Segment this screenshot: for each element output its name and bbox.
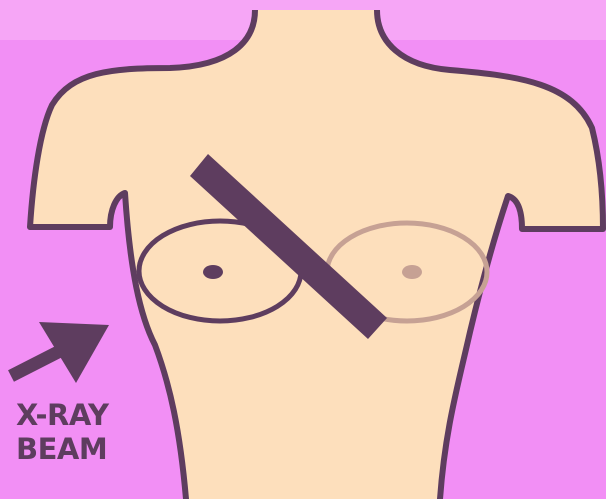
x-ray-beam-label: X-RAY BEAM: [16, 398, 136, 466]
x-ray-beam-label-line2: BEAM: [16, 432, 136, 466]
far-nipple: [402, 265, 422, 279]
x-ray-beam-label-line1: X-RAY: [16, 398, 136, 432]
near-nipple: [203, 265, 223, 279]
